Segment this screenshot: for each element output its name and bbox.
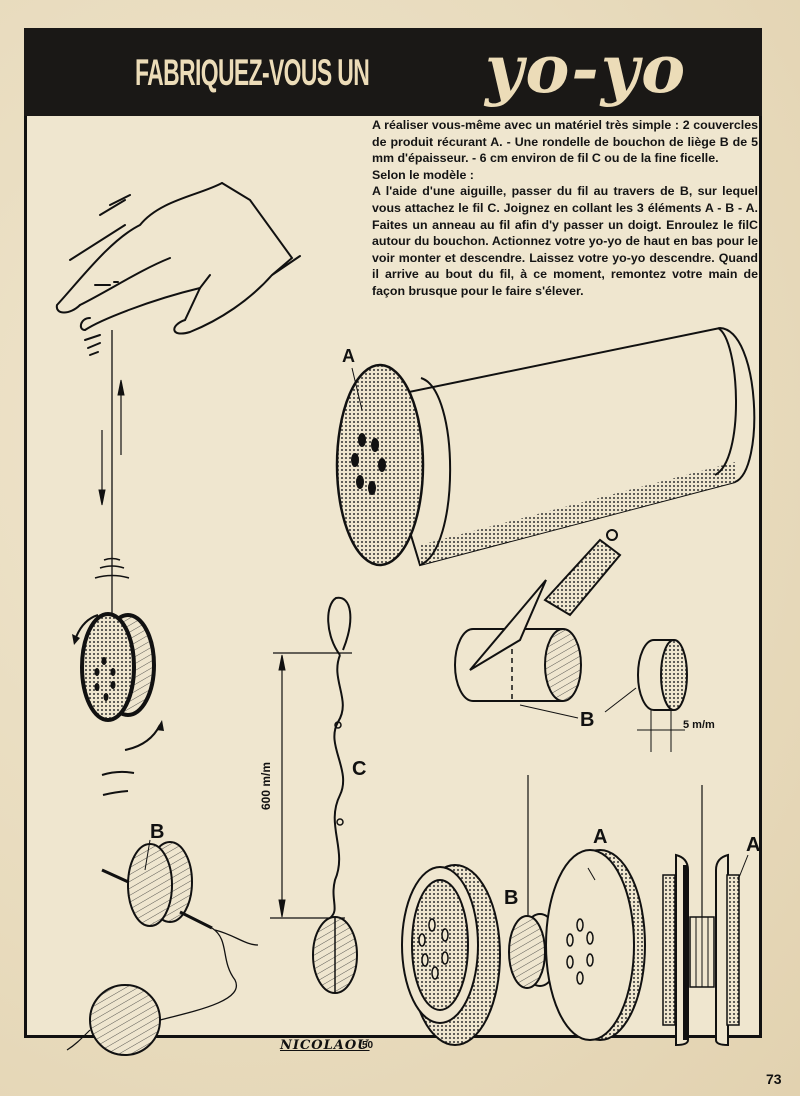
materials-paragraph: A réaliser vous-même avec un matériel tr… [372,118,758,166]
string-c-illustration [327,596,352,919]
yoyo-side-view-illustration [662,785,749,1047]
model-heading: Selon le modèle : [372,167,474,182]
yoyo-string-motion [94,330,130,620]
dimension-thickness: 5 m/m [683,719,715,731]
page-title-highlight: yo-yo [485,30,688,108]
label-b-cork: B [580,709,594,731]
label-c-string: C [352,758,366,780]
label-a-canister: A [342,346,355,366]
lid-outside-illustration [545,849,646,1041]
label-a-assembly: A [593,826,607,848]
spinning-yoyo-illustration [72,612,164,796]
knife-cutting-cork-illustration [454,529,622,702]
scouring-powder-canister-illustration [335,326,756,567]
label-b-threading: B [150,821,164,843]
label-b-assembly: B [504,887,518,909]
cork-on-string-illustration [312,916,358,994]
hand-illustration [55,182,301,356]
label-a-side: A [746,834,760,856]
threading-cork-illustration [101,839,259,1021]
page-number: 73 [766,1071,782,1087]
ball-of-yarn-illustration [66,984,161,1056]
cork-slice-illustration [519,639,688,752]
signature-year: 50 [362,1040,374,1051]
instructions-text: A réaliser vous-même avec un matériel tr… [372,117,758,300]
title-banner [24,28,762,116]
steps-paragraph: A l'aide d'une aiguille, passer du fil a… [372,184,758,298]
artist-signature: NICOLAOU [280,1038,370,1053]
lid-inside-illustration [401,864,501,1046]
dimension-length: 600 m/m [259,762,273,810]
length-dimension [270,652,352,919]
page-title: FABRIQUEZ-VOUS UN [135,52,370,93]
